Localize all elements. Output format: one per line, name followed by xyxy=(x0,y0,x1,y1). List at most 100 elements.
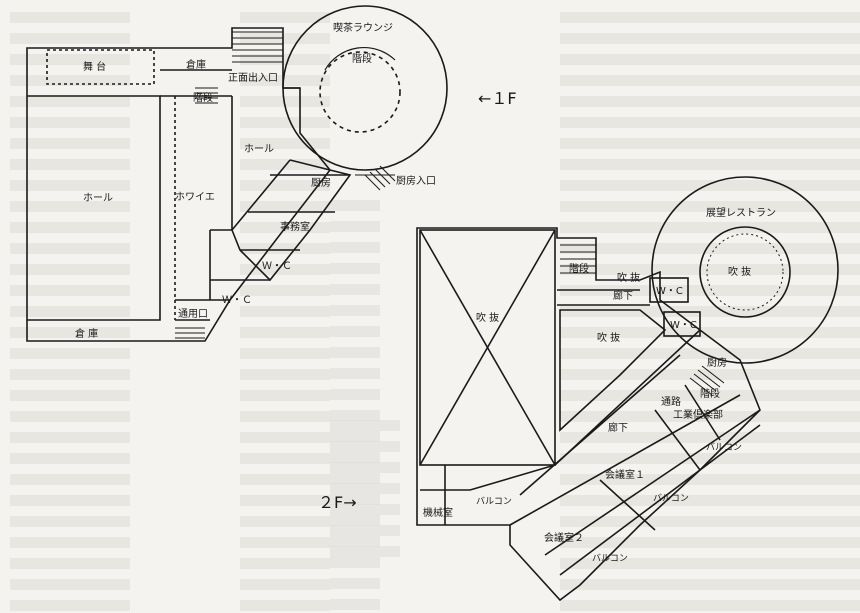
background-text-line xyxy=(10,306,130,317)
background-text-line xyxy=(240,411,330,422)
big-atrium-label: 吹 抜 xyxy=(476,311,499,324)
background-text-line xyxy=(650,579,860,590)
background-text-line xyxy=(650,348,860,359)
main-hall-label: ホール xyxy=(83,192,113,204)
background-text-line xyxy=(240,201,330,212)
background-text-line xyxy=(330,546,400,557)
background-text-line xyxy=(240,54,330,65)
background-text-line xyxy=(10,12,130,23)
round-atrium-label: 吹 抜 xyxy=(728,265,751,278)
big-atrium xyxy=(419,229,556,466)
round-hall-label: ホール xyxy=(244,143,274,155)
background-text-line xyxy=(10,516,130,527)
background-text-line xyxy=(560,411,650,422)
background-text-line xyxy=(240,558,330,569)
background-text-line xyxy=(560,159,650,170)
background-text-line xyxy=(330,504,400,515)
entrance-stairs xyxy=(232,31,283,63)
restaurant-round xyxy=(651,176,839,364)
background-text-line xyxy=(240,348,330,359)
stage-label: 舞 台 xyxy=(83,60,106,73)
background-text-line xyxy=(650,453,860,464)
background-text-line xyxy=(10,369,130,380)
background-text-line xyxy=(330,221,380,232)
background-text-line xyxy=(10,579,130,590)
background-text-line xyxy=(650,327,860,338)
background-text-line xyxy=(560,558,650,569)
corridor-top-label: 廊下 xyxy=(613,289,633,302)
entrance-label: 正面出入口 xyxy=(228,71,278,84)
background-text-line xyxy=(650,285,860,296)
background-text-line xyxy=(240,180,330,191)
conf1-label: 会議室１ xyxy=(605,468,645,481)
background-text-line xyxy=(560,201,650,212)
machine-room-label: 機械室 xyxy=(423,506,453,519)
background-text-line xyxy=(330,284,380,295)
balcony-right-label: バルコン xyxy=(706,442,742,453)
background-text-line xyxy=(240,264,330,275)
background-text-line xyxy=(650,159,860,170)
balcony-bottom-label: バルコン xyxy=(592,553,628,564)
background-text-line xyxy=(240,369,330,380)
background-text-line xyxy=(10,54,130,65)
background-text-line xyxy=(10,474,130,485)
background-text-line xyxy=(10,243,130,254)
background-text-line xyxy=(10,537,130,548)
background-text-line xyxy=(330,525,400,536)
background-text-line xyxy=(560,33,650,44)
background-text-line xyxy=(10,285,130,296)
kitchen-label-2f: 厨房 xyxy=(707,356,727,369)
background-text-line xyxy=(330,242,380,253)
background-text-line xyxy=(330,347,380,358)
background-text-line xyxy=(650,474,860,485)
small-atrium-label: 吹 抜 xyxy=(597,331,620,344)
office-label: 事務室 xyxy=(280,220,310,233)
background-text-line xyxy=(560,348,650,359)
background-text-line xyxy=(10,201,130,212)
corridor-label: 廊下 xyxy=(608,421,628,434)
background-text-line xyxy=(650,432,860,443)
background-text-line xyxy=(10,411,130,422)
background-text-line xyxy=(10,558,130,569)
background-text-line xyxy=(560,117,650,128)
background-text-line xyxy=(650,537,860,548)
background-text-line xyxy=(330,389,380,400)
background-text-line xyxy=(650,138,860,149)
background-text-line xyxy=(240,432,330,443)
background-text-line xyxy=(560,96,650,107)
background-text-line xyxy=(10,180,130,191)
background-text-line xyxy=(560,327,650,338)
background-text-line xyxy=(560,180,650,191)
background-text-line xyxy=(10,390,130,401)
background-text-line xyxy=(240,75,330,86)
background-text-line xyxy=(650,75,860,86)
background-text-line xyxy=(330,200,380,211)
background-text-line xyxy=(560,243,650,254)
foyer-label: ホワイエ xyxy=(175,191,215,203)
background-text-line xyxy=(240,474,330,485)
background-text-line xyxy=(240,33,330,44)
background-text-line xyxy=(560,222,650,233)
round-stairs-label: 階段 xyxy=(352,52,372,65)
background-text-line xyxy=(240,306,330,317)
restaurant-label: 展望レストラン xyxy=(706,206,776,219)
background-text-line xyxy=(560,138,650,149)
background-text-line xyxy=(10,348,130,359)
background-text-line xyxy=(10,327,130,338)
background-text-line xyxy=(560,495,650,506)
background-text-line xyxy=(560,12,650,23)
background-text-line xyxy=(560,306,650,317)
first-floor-outer-wall xyxy=(26,27,332,342)
storage-top-label: 倉庫 xyxy=(186,58,206,71)
background-text-line xyxy=(10,96,130,107)
background-text-line xyxy=(10,600,130,611)
background-text-line xyxy=(330,557,380,568)
background-text-line xyxy=(650,33,860,44)
background-text-line xyxy=(650,306,860,317)
background-text-line xyxy=(10,117,130,128)
background-text-line xyxy=(240,327,330,338)
background-text-line xyxy=(650,411,860,422)
background-text-line xyxy=(650,12,860,23)
background-text-line xyxy=(10,159,130,170)
